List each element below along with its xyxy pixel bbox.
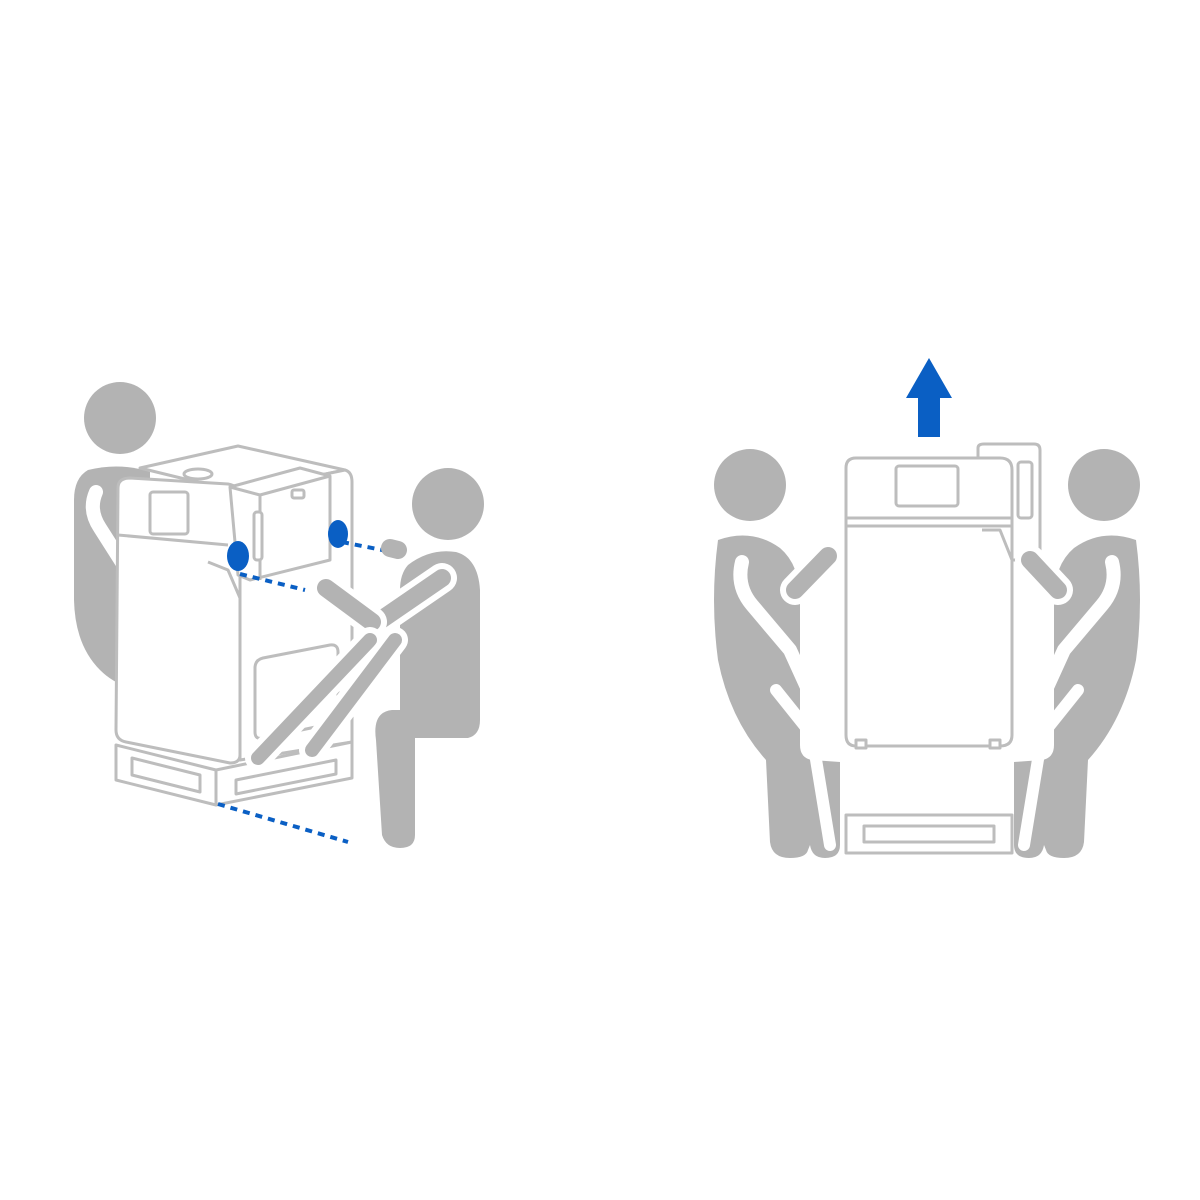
grip-point-icon bbox=[227, 541, 249, 571]
up-arrow-icon bbox=[906, 358, 952, 437]
person-head-icon bbox=[1068, 449, 1140, 521]
person-arm-icon bbox=[733, 555, 837, 745]
person-arm-icon bbox=[85, 485, 135, 579]
right-panel bbox=[714, 358, 1140, 858]
printer-screen bbox=[894, 464, 960, 508]
person-right bbox=[1014, 449, 1140, 858]
person-left bbox=[714, 449, 843, 858]
person-right-front bbox=[245, 468, 484, 848]
person-head-icon bbox=[714, 449, 786, 521]
person-body-icon bbox=[375, 551, 480, 848]
printer-body bbox=[844, 456, 1014, 748]
printer-front-view bbox=[844, 442, 1042, 855]
person-head-icon bbox=[84, 382, 156, 454]
printer-front bbox=[114, 476, 242, 765]
printer-screen bbox=[148, 490, 190, 536]
person-head-icon bbox=[412, 468, 484, 540]
left-panel bbox=[74, 382, 484, 848]
person-arm-icon bbox=[1017, 555, 1121, 745]
